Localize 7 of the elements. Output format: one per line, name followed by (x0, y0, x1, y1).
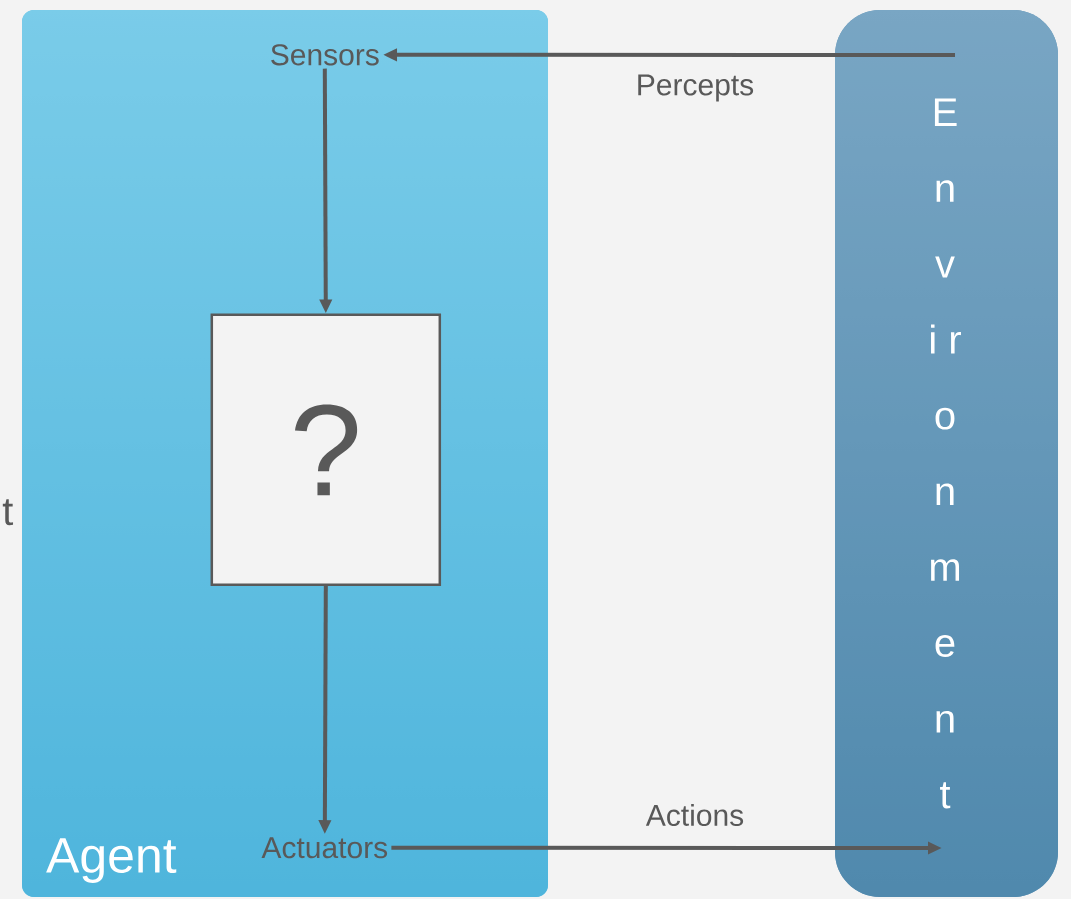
component-label: Actuators (261, 837, 388, 859)
environment-panel: E n v i r o n m e n t (835, 10, 1058, 897)
text-fragment: t (2, 499, 14, 526)
edge-label: Actions (645, 804, 744, 826)
edge-label: Percepts (638, 74, 754, 102)
process-box: ? (210, 313, 442, 587)
component-label: Sensors (271, 44, 379, 66)
